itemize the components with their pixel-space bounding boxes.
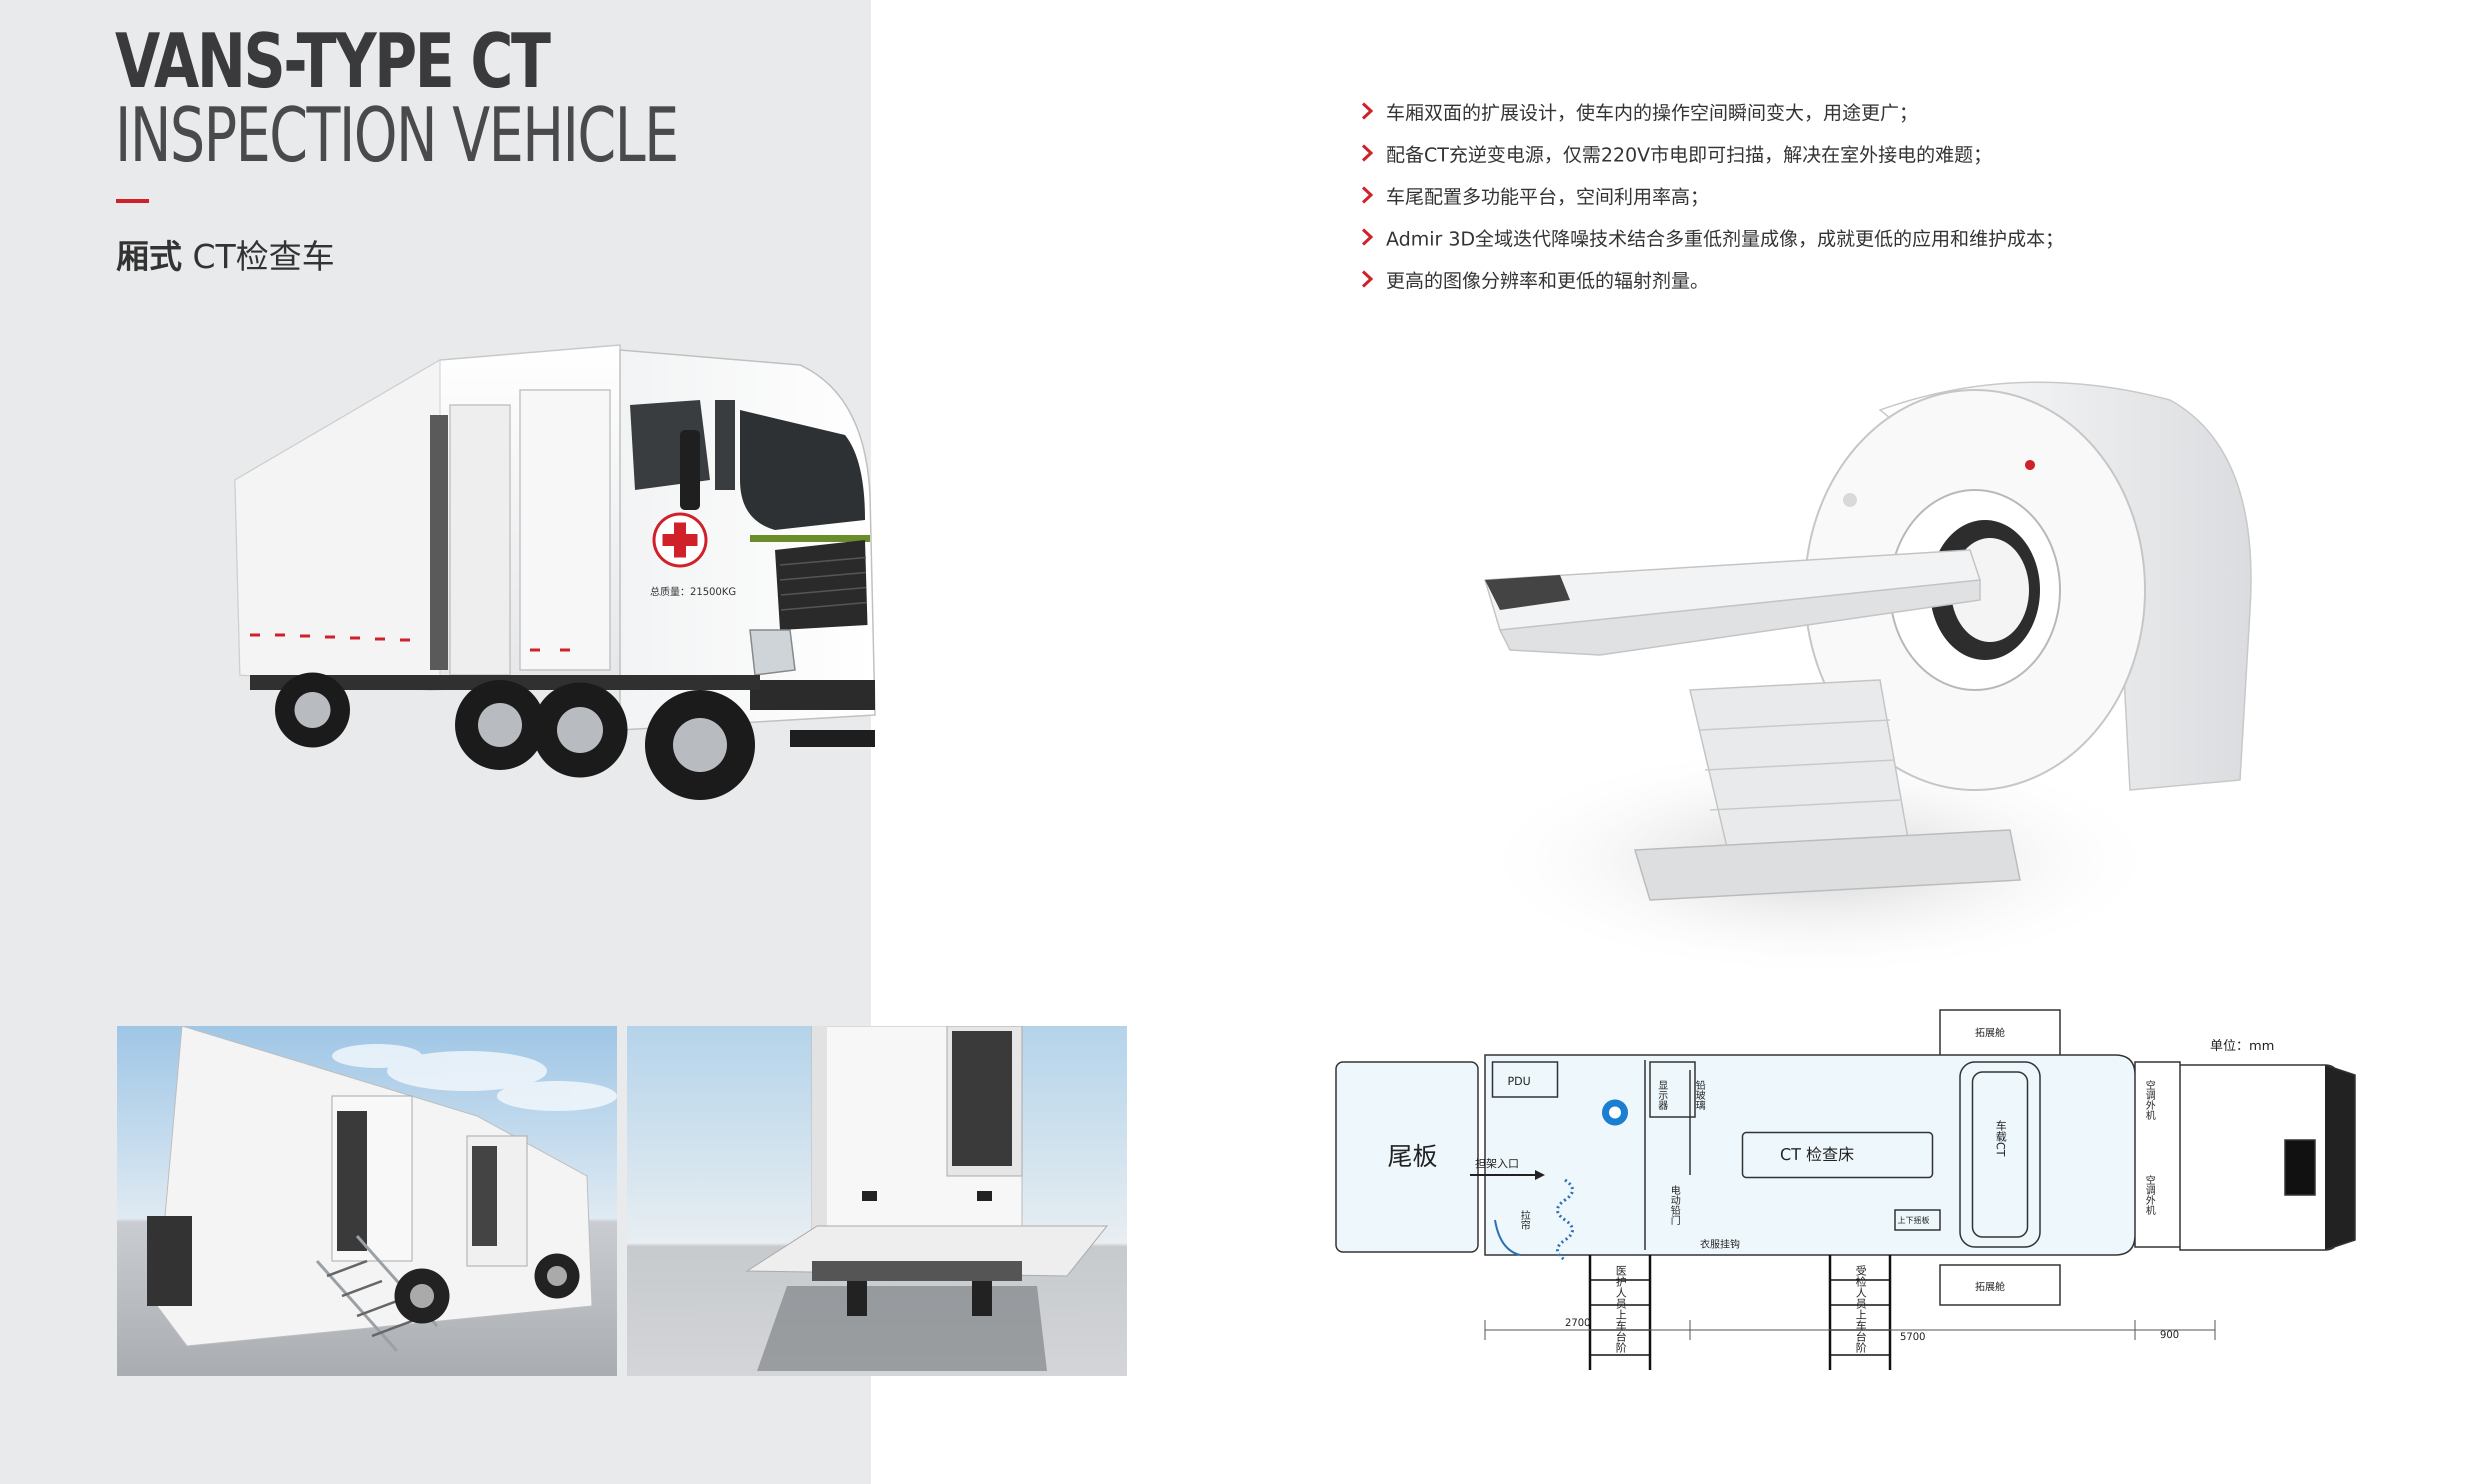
curtain-label: 拉帘 <box>1519 1210 1531 1230</box>
ct-scanner-illustration <box>1470 381 2252 980</box>
dimension-5700: 5700 <box>1900 1330 1926 1342</box>
feature-text: 车尾配置多功能平台，空间利用率高； <box>1386 186 1710 208</box>
patient-steps-label: 受检人员上车台阶 <box>1854 1265 1867 1353</box>
chinese-subtitle: 厢式 CT检查车 <box>116 230 334 278</box>
ct-truck-illustration: 总质量：21500KG <box>234 344 876 800</box>
lead-glass-label: 铅玻璃 <box>1694 1080 1706 1110</box>
lift-panel-label: 上下摇板 <box>1898 1216 1930 1225</box>
feature-item: 车尾配置多功能平台，空间利用率高； <box>1356 174 2356 216</box>
chevron-right-icon <box>1362 270 1374 288</box>
chevron-right-icon <box>1362 102 1374 120</box>
staff-steps-label: 医护人员上车台阶 <box>1614 1265 1627 1353</box>
expansion-bottom-label: 拓展舱 <box>1975 1280 2005 1292</box>
feature-item: 配备CT充逆变电源，仅需220V市电即可扫描，解决在室外接电的难题； <box>1356 132 2356 174</box>
photo-rear-tail-lift <box>627 1026 1127 1376</box>
electric-door-label: 电动铅门 <box>1669 1185 1681 1225</box>
pdu-label: PDU <box>1508 1076 1530 1088</box>
ac-outer-2-label: 空调外机 <box>2144 1175 2156 1215</box>
stretcher-entry-label: 担架入口 <box>1475 1158 1519 1170</box>
feature-item: 更高的图像分辨率和更低的辐射剂量。 <box>1356 258 2356 300</box>
ct-bed-label: CT 检查床 <box>1780 1145 1854 1164</box>
title-line-1: VANS-TYPE CT <box>115 18 551 105</box>
title-line-2: INSPECTION VEHICLE <box>115 92 679 179</box>
red-accent-dash <box>116 199 149 203</box>
expansion-top-label: 拓展舱 <box>1975 1026 2005 1038</box>
feature-text: Admir 3D全域迭代降噪技术结合多重低剂量成像，成就更低的应用和维护成本； <box>1386 228 2064 250</box>
unit-label: 单位：mm <box>2210 1038 2274 1054</box>
dimension-2700: 2700 <box>1565 1316 1590 1328</box>
subtitle-rest: CT检查车 <box>182 238 335 276</box>
ac-outer-1-label: 空调外机 <box>2144 1080 2156 1120</box>
wardrobe-label: 衣服挂钩 <box>1700 1238 1740 1250</box>
feature-text: 配备CT充逆变电源，仅需220V市电即可扫描，解决在室外接电的难题； <box>1386 144 1992 166</box>
chevron-right-icon <box>1362 186 1374 204</box>
chevron-right-icon <box>1362 144 1374 162</box>
dimension-900: 900 <box>2160 1328 2179 1340</box>
chevron-right-icon <box>1362 228 1374 246</box>
floor-plan-diagram: 单位：mm 尾板 担架入口 PDU 显示器 铅玻璃 电动铅门 拉帘 CT 检查床… <box>1335 1009 2356 1370</box>
feature-item: Admir 3D全域迭代降噪技术结合多重低剂量成像，成就更低的应用和维护成本； <box>1356 216 2356 258</box>
photo-side-steps <box>117 1026 617 1376</box>
feature-item: 车厢双面的扩展设计，使车内的操作空间瞬间变大，用途更广； <box>1356 90 2356 132</box>
vehicle-ct-label: 车载CT <box>1994 1120 2006 1156</box>
subtitle-bold: 厢式 <box>116 238 182 276</box>
tailboard-label: 尾板 <box>1388 1142 1438 1171</box>
display-label: 显示器 <box>1656 1080 1668 1110</box>
feature-list: 车厢双面的扩展设计，使车内的操作空间瞬间变大，用途更广； 配备CT充逆变电源，仅… <box>1356 90 2356 300</box>
feature-text: 车厢双面的扩展设计，使车内的操作空间瞬间变大，用途更广； <box>1386 102 1918 124</box>
truck-weight-label: 总质量：21500KG <box>650 586 736 598</box>
feature-text: 更高的图像分辨率和更低的辐射剂量。 <box>1386 270 1710 292</box>
